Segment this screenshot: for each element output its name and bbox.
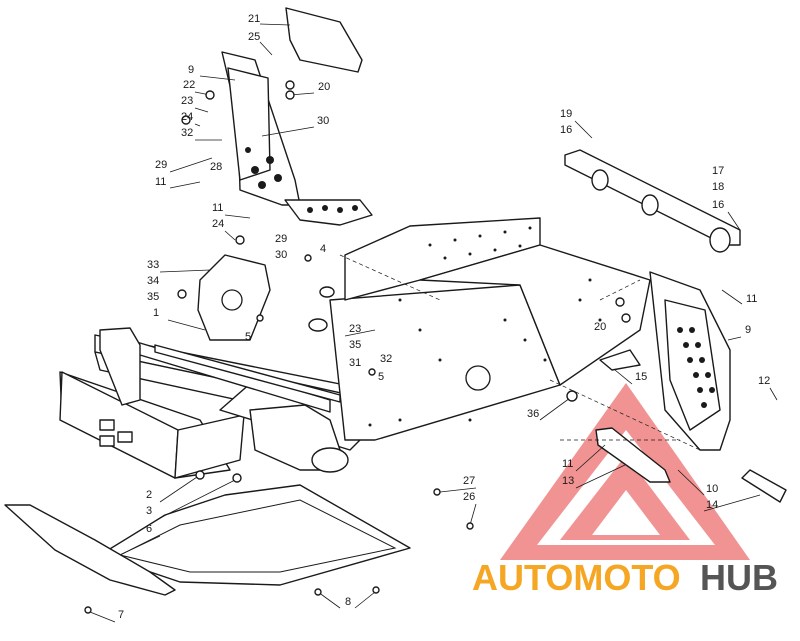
callout-9: 9: [745, 324, 751, 336]
callout-19: 19: [560, 108, 572, 120]
callout-36: 36: [527, 408, 539, 420]
callout-23: 23: [349, 323, 361, 335]
callout-24: 24: [181, 111, 193, 123]
callout-30: 30: [275, 249, 287, 261]
callout-17: 17: [712, 165, 724, 177]
callout-22: 22: [183, 79, 195, 91]
callout-21: 21: [248, 13, 260, 25]
callout-14: 14: [706, 499, 718, 511]
callout-11: 11: [746, 293, 757, 305]
callout-31: 31: [349, 357, 361, 369]
callout-35: 35: [147, 291, 159, 303]
watermark-text-automoto: AUTOMOTO: [472, 557, 681, 598]
callout-8: 8: [345, 596, 351, 608]
callout-32: 32: [380, 353, 392, 365]
callout-11: 11: [155, 176, 166, 188]
callout-9: 9: [188, 64, 194, 76]
callout-35: 35: [349, 339, 361, 351]
callout-16: 16: [712, 199, 724, 211]
callout-3: 3: [146, 505, 152, 517]
callout-20: 20: [594, 321, 606, 333]
callout-15: 15: [635, 371, 647, 383]
watermark-text-hub: HUB: [700, 557, 778, 598]
watermark-logo: [500, 383, 750, 560]
callout-30: 30: [317, 115, 329, 127]
callout-11: 11: [562, 458, 573, 470]
callout-34: 34: [147, 275, 159, 287]
callout-33: 33: [147, 259, 159, 271]
callout-20: 20: [318, 81, 330, 93]
callout-18: 18: [712, 181, 724, 193]
callout-10: 10: [706, 483, 718, 495]
callout-2: 2: [146, 489, 152, 501]
callout-11: 11: [212, 202, 223, 214]
callout-32: 32: [181, 127, 193, 139]
callout-6: 6: [146, 523, 152, 535]
bracket-13: [595, 427, 671, 483]
callout-24: 24: [212, 218, 224, 230]
tunnel-holes: [368, 226, 622, 427]
callout-12: 12: [758, 375, 770, 387]
callout-28: 28: [210, 161, 222, 173]
callout-1: 1: [153, 307, 159, 319]
main-frame: [59, 217, 651, 479]
callout-29: 29: [155, 159, 167, 171]
leader-lines: [89, 23, 778, 623]
callout-5: 5: [245, 331, 251, 343]
callout-29: 29: [275, 233, 287, 245]
tie-rod: [741, 469, 787, 503]
callout-23: 23: [181, 95, 193, 107]
fasteners: [84, 80, 631, 614]
callout-26: 26: [463, 491, 475, 503]
callout-4: 4: [320, 243, 326, 255]
callout-25: 25: [248, 31, 260, 43]
callout-5: 5: [378, 371, 384, 383]
skid-plate: [4, 504, 176, 596]
steering-support-right: [599, 271, 731, 451]
callout-13: 13: [562, 475, 574, 487]
steering-post: [564, 149, 741, 253]
bracket-33: [197, 254, 271, 341]
steering-support-left: [221, 7, 373, 226]
callout-16: 16: [560, 124, 572, 136]
callout-27: 27: [463, 475, 475, 487]
support-holes: [677, 327, 715, 408]
callout-7: 7: [118, 609, 124, 621]
